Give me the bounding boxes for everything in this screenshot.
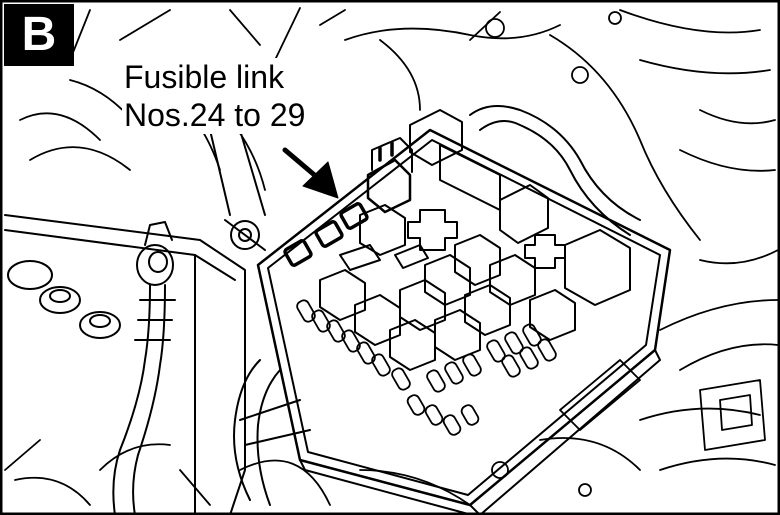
wiring-harness (233, 105, 641, 506)
pointer-arrow (282, 147, 339, 199)
panel-label: B (4, 4, 74, 66)
fuse-row (296, 299, 557, 436)
fusible-links (283, 137, 413, 267)
background-linework (4, 7, 779, 506)
callout-line-1: Fusible link (124, 59, 285, 95)
relay-blocks (319, 109, 631, 371)
fuse-box (256, 109, 672, 515)
mounting-bolt (209, 129, 266, 251)
battery (4, 214, 246, 515)
fusible-link-callout: Fusible link Nos.24 to 29 (122, 58, 366, 134)
callout-line-2: Nos.24 to 29 (124, 97, 306, 133)
